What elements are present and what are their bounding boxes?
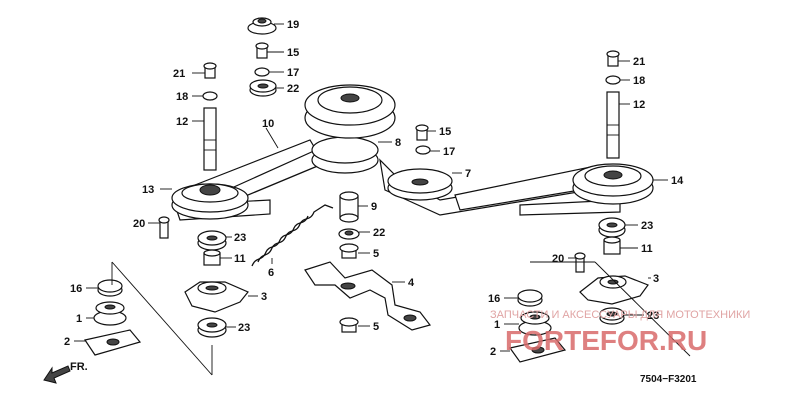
callout-23-left-top: 23 [234,232,246,244]
callout-2-right: 2 [490,346,496,358]
bushing-16-right [517,289,543,307]
pulley-13 [171,183,249,220]
washer-18-left [202,91,218,101]
watermark-brand: FORTEFOR.RU [505,325,707,356]
callout-3-left: 3 [261,291,267,303]
callout-14: 14 [671,175,684,187]
pulley-8 [304,84,396,174]
callout-15-mid: 15 [439,126,451,138]
leader-lines [74,23,668,352]
callout-12-right: 12 [633,99,645,111]
washer-17-top [254,67,270,77]
callout-5-top: 5 [373,248,379,260]
washer-18-right [605,75,621,85]
callout-22-top: 22 [287,83,299,95]
bolt-21-right [606,50,620,67]
callout-8: 8 [395,137,401,149]
bolt-15-mid [415,124,429,141]
watermark-text: ЗАПЧАСТИ И АКСЕССУАРЫ ДЛЯ МОТОТЕХНИКИ [490,309,750,321]
bolt-20-left [158,216,170,239]
callout-17-mid: 17 [443,146,455,158]
callout-13: 13 [142,184,154,196]
bearing-23-right-bottom [599,307,625,325]
callout-3-right: 3 [653,273,659,285]
bushing-5-bottom [339,317,359,333]
callout-23-right-bottom: 23 [647,310,659,322]
callout-11-left: 11 [234,253,246,265]
callout-18-right: 18 [633,75,645,87]
bolt-21-left [203,62,217,79]
collar-9 [339,191,359,223]
callout-7: 7 [465,168,471,180]
bolt-20-right [574,252,586,273]
callout-23-left-bottom: 23 [238,322,250,334]
bushing-5-top [339,243,359,259]
spacer-11-left [203,249,221,266]
diagram-code: 7504−F3201 [640,374,697,385]
callout-20-left: 20 [133,218,145,230]
bearing-22-top [249,79,277,97]
callout-20-right: 20 [552,253,564,265]
callout-4: 4 [408,277,415,289]
callout-16-left: 16 [70,283,82,295]
mount-1-right [518,311,552,336]
front-label: FR. [70,361,88,373]
bushing-16-left [97,279,123,297]
bolt-15-top [255,42,269,59]
callout-23-right-top: 23 [641,220,653,232]
callout-21-left: 21 [173,68,185,80]
mount-1-left [93,301,127,326]
plate-2-right [508,337,567,363]
callout-16-right: 16 [488,293,500,305]
callout-5-bottom: 5 [373,321,379,333]
shaft-12-right [606,91,620,159]
callout-9: 9 [371,201,377,213]
callout-19: 19 [287,19,299,31]
callout-10: 10 [262,118,274,130]
plate-2-left [84,329,142,356]
washer-17-mid [415,145,431,155]
callout-22-mid: 22 [373,227,385,239]
bearing-23-right-top [598,217,626,238]
callout-11-right: 11 [641,243,653,255]
shaft-12-left [203,107,217,171]
bearing-22-mid [338,228,360,240]
callout-18-left: 18 [176,91,188,103]
front-direction-arrow: FR. [43,361,88,384]
bearing-23-left-bottom [197,317,227,338]
arrow-left-icon [43,365,71,384]
callout-15-top: 15 [287,47,299,59]
callout-1-left: 1 [76,313,82,325]
bearing-23-left-top [197,230,227,251]
bracket-4 [304,261,432,331]
reference-lines [111,261,691,376]
spacer-11-right [603,236,621,255]
callout-21-right: 21 [633,56,645,68]
housing-3-left [184,281,249,313]
cap-19 [247,17,277,35]
callout-12-left: 12 [176,116,188,128]
pulley-14 [572,163,654,205]
callout-17-top: 17 [287,67,299,79]
pulley-7 [387,168,453,201]
watermark: ЗАПЧАСТИ И АКСЕССУАРЫ ДЛЯ МОТОТЕХНИКИ FO… [490,309,750,356]
callout-2-left: 2 [64,336,70,348]
callout-6: 6 [268,267,274,279]
callout-1-right: 1 [494,319,500,331]
spring-6 [251,204,334,267]
callouts: 19 15 17 22 21 18 12 10 8 15 17 7 21 18 … [64,19,684,358]
